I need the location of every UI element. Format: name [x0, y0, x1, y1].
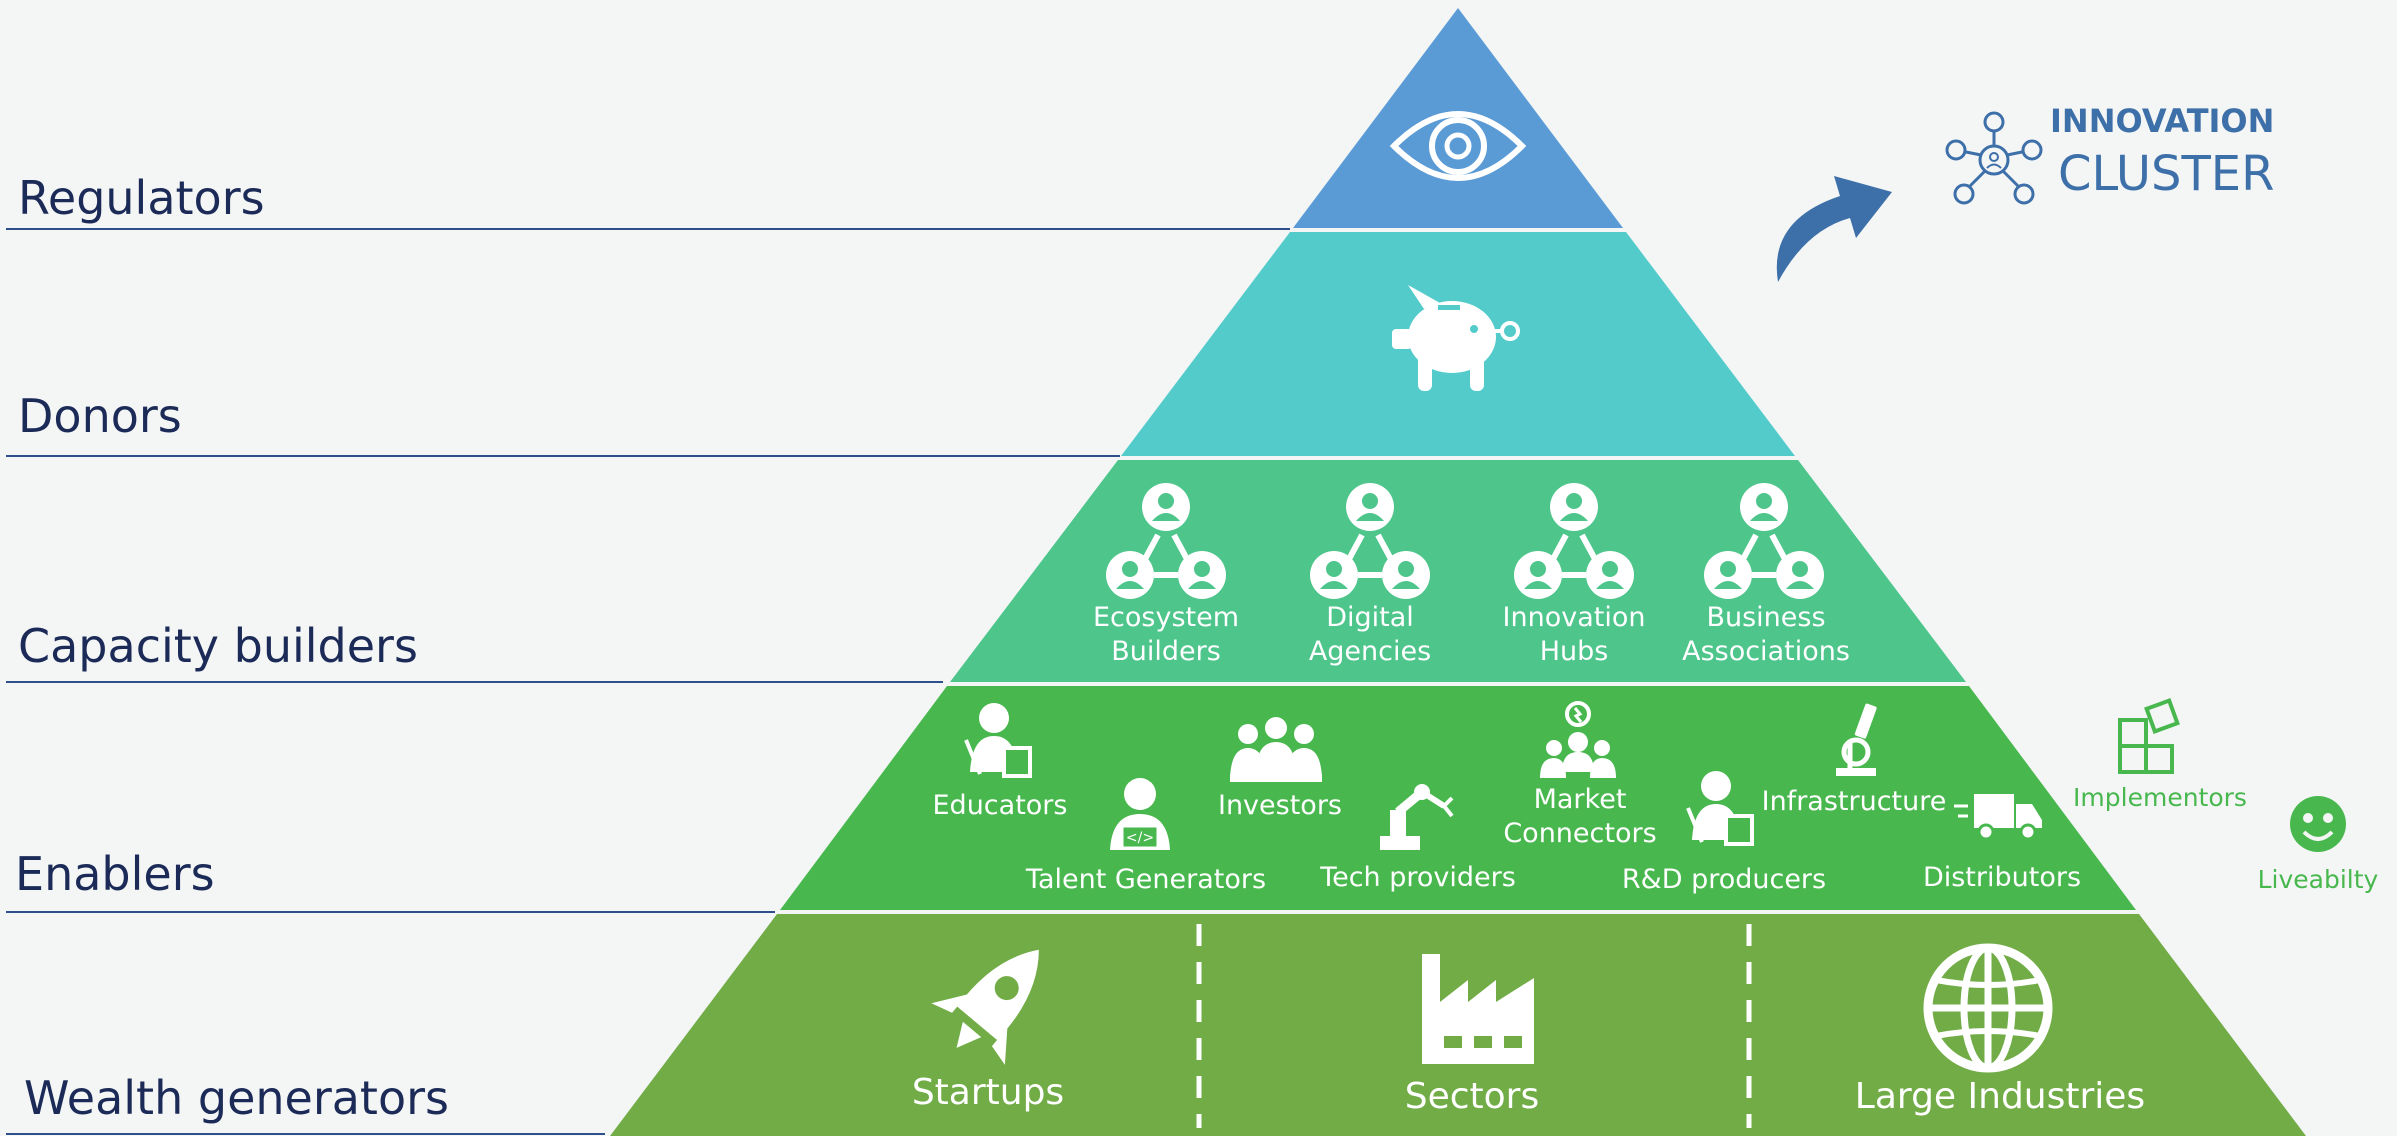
network-people-icon — [1704, 483, 1824, 599]
label-large-industries: Large Industries — [1855, 1076, 2145, 1117]
researcher-icon — [1686, 771, 1754, 846]
label-business-line1: Business — [1706, 602, 1825, 633]
label-ecosystem-line1: Ecosystem — [1093, 602, 1239, 633]
label-capacity-builders: Capacity builders — [18, 619, 418, 673]
label-business-line2: Associations — [1682, 636, 1850, 667]
label-regulators: Regulators — [18, 171, 265, 225]
rocket-icon — [931, 949, 1039, 1065]
delivery-truck-icon — [1954, 794, 2042, 841]
label-innovation-hubs-line1: Innovation — [1503, 602, 1646, 633]
label-digital-line2: Agencies — [1309, 636, 1431, 667]
network-people-icon — [1310, 483, 1430, 599]
label-investors: Investors — [1218, 790, 1342, 821]
label-educators: Educators — [933, 790, 1068, 821]
network-people-icon — [1106, 483, 1226, 599]
label-sectors: Sectors — [1405, 1076, 1540, 1117]
label-digital-line1: Digital — [1326, 602, 1414, 633]
label-tech-providers: Tech providers — [1319, 862, 1516, 893]
label-infrastructure: Infrastructure — [1762, 786, 1947, 817]
robot-arm-icon — [1380, 784, 1454, 850]
smiley-icon — [2290, 796, 2346, 852]
tier-capacity-band — [950, 460, 1966, 682]
label-market-line2: Connectors — [1503, 818, 1656, 849]
label-innovation: INNOVATION — [2050, 102, 2274, 140]
microscope-icon — [1836, 703, 1877, 776]
label-liveability: Liveabilty — [2258, 865, 2379, 894]
puzzle-icon — [2118, 698, 2180, 774]
label-innovation-hubs-line2: Hubs — [1540, 636, 1609, 667]
investors-icon — [1230, 717, 1322, 782]
cluster-network-icon — [1945, 111, 2043, 205]
label-ecosystem-line2: Builders — [1111, 636, 1221, 667]
label-market-line1: Market — [1534, 784, 1627, 815]
network-people-icon — [1514, 483, 1634, 599]
label-enablers: Enablers — [15, 847, 215, 901]
label-rnd-producers: R&D producers — [1622, 864, 1826, 895]
factory-icon — [1422, 954, 1534, 1064]
globe-icon — [1923, 943, 2053, 1073]
piggy-bank-icon — [1392, 285, 1520, 391]
tier-enablers-band — [780, 686, 2136, 910]
label-implementors: Implementors — [2073, 783, 2247, 812]
svg-text:</>: </> — [1126, 830, 1154, 846]
label-talent-generators: Talent Generators — [1025, 864, 1266, 895]
eye-icon — [1389, 111, 1527, 181]
label-distributors: Distributors — [1923, 862, 2081, 893]
educator-icon — [964, 703, 1032, 778]
talent-generator-icon: </> — [1110, 778, 1170, 850]
label-cluster: CLUSTER — [2058, 146, 2274, 202]
label-wealth-generators: Wealth generators — [24, 1071, 449, 1125]
market-connectors-icon — [1540, 701, 1616, 778]
curved-arrow-icon — [1776, 176, 1892, 282]
label-donors: Donors — [18, 389, 182, 443]
label-startups: Startups — [912, 1072, 1064, 1113]
